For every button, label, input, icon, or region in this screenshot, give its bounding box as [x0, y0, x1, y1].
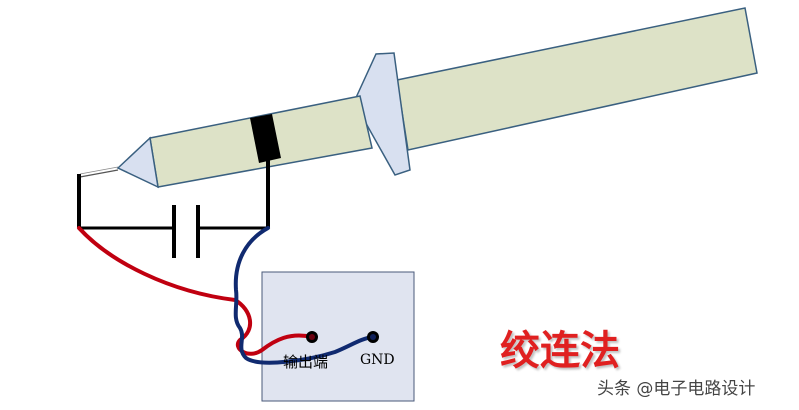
- probe-needle: [79, 169, 119, 178]
- output-terminal-dot-highlight: [309, 334, 315, 340]
- probe-tip-cone: [116, 136, 159, 189]
- method-title: 绞连法: [500, 328, 620, 374]
- probe-flange: [353, 52, 411, 176]
- gnd-terminal-label: GND: [360, 352, 395, 368]
- watermark: 头条 @电子电路设计: [597, 379, 756, 399]
- ground-wire-blue: [233, 226, 375, 365]
- output-terminal-label: 输出端: [283, 353, 329, 371]
- probe-ground-band: [250, 114, 281, 163]
- signal-wire-red: [77, 226, 314, 356]
- probe-handle: [396, 7, 758, 151]
- gnd-terminal-dot-highlight: [370, 334, 376, 340]
- probe-needle-2: [79, 166, 119, 175]
